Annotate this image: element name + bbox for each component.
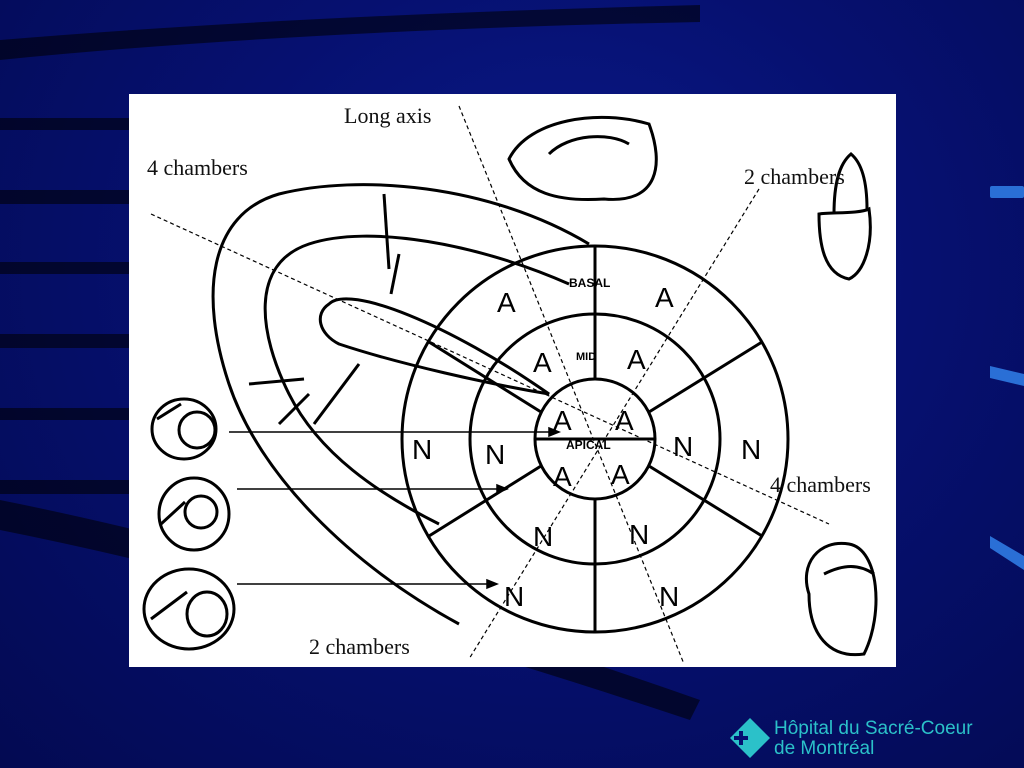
long-axis-mid-wall <box>263 234 570 526</box>
label-long-axis: Long axis <box>344 103 432 128</box>
label-two-chambers-bottom: 2 chambers <box>309 634 410 659</box>
basal-segment-a-left: A <box>497 287 516 318</box>
long-axis-outer-wall <box>211 183 590 626</box>
long-axis-view-line <box>458 105 685 665</box>
mid-segment-n-left: N <box>485 439 505 470</box>
basal-segment-n-bottom-right: N <box>659 581 679 612</box>
basal-segment-n-right: N <box>741 434 761 465</box>
mid-segment-n-bottom-right: N <box>629 519 649 550</box>
apical-segment-a-bottom-right: A <box>611 459 630 490</box>
label-four-chambers-top: 4 chambers <box>147 155 248 180</box>
mid-segment-n-right: N <box>673 431 693 462</box>
mid-segment-a-left: A <box>533 347 552 378</box>
hospital-name-line1: Hôpital du Sacré-Coeur <box>774 718 973 739</box>
basal-segment-n-left: N <box>412 434 432 465</box>
long-axis-cavity <box>318 297 550 396</box>
apical-segment-a-top-right: A <box>615 405 634 436</box>
two-chambers-view-line <box>468 188 760 660</box>
label-four-chambers-right: 4 chambers <box>770 472 871 497</box>
mid-segment-a-right: A <box>627 344 646 375</box>
hospital-name-line2: de Montréal <box>774 738 875 759</box>
hospital-logo: Hôpital du Sacré-Coeur de Montréal <box>728 716 1024 768</box>
ring-label-basal: BASAL <box>569 276 610 290</box>
label-two-chambers-top: 2 chambers <box>744 164 845 189</box>
basal-segment-n-bottom-left: N <box>504 581 524 612</box>
hospital-cross-icon <box>730 718 770 758</box>
ring-label-mid: MID <box>576 351 596 363</box>
four-chambers-view-line <box>150 213 830 525</box>
apical-segment-a-bottom-left: A <box>553 461 572 492</box>
myocardial-segments-diagram: BASAL MID APICAL A A N N N N A A N N N N… <box>142 105 878 665</box>
diagram-panel: BASAL MID APICAL A A N N N N A A N N N N… <box>129 94 896 667</box>
mid-segment-n-bottom-left: N <box>533 521 553 552</box>
apical-segment-a-top-left: A <box>553 405 572 436</box>
basal-segment-a-right: A <box>655 282 674 313</box>
hospital-name: Hôpital du Sacré-Coeur de Montréal <box>774 719 973 759</box>
ring-label-apical: APICAL <box>566 438 611 452</box>
